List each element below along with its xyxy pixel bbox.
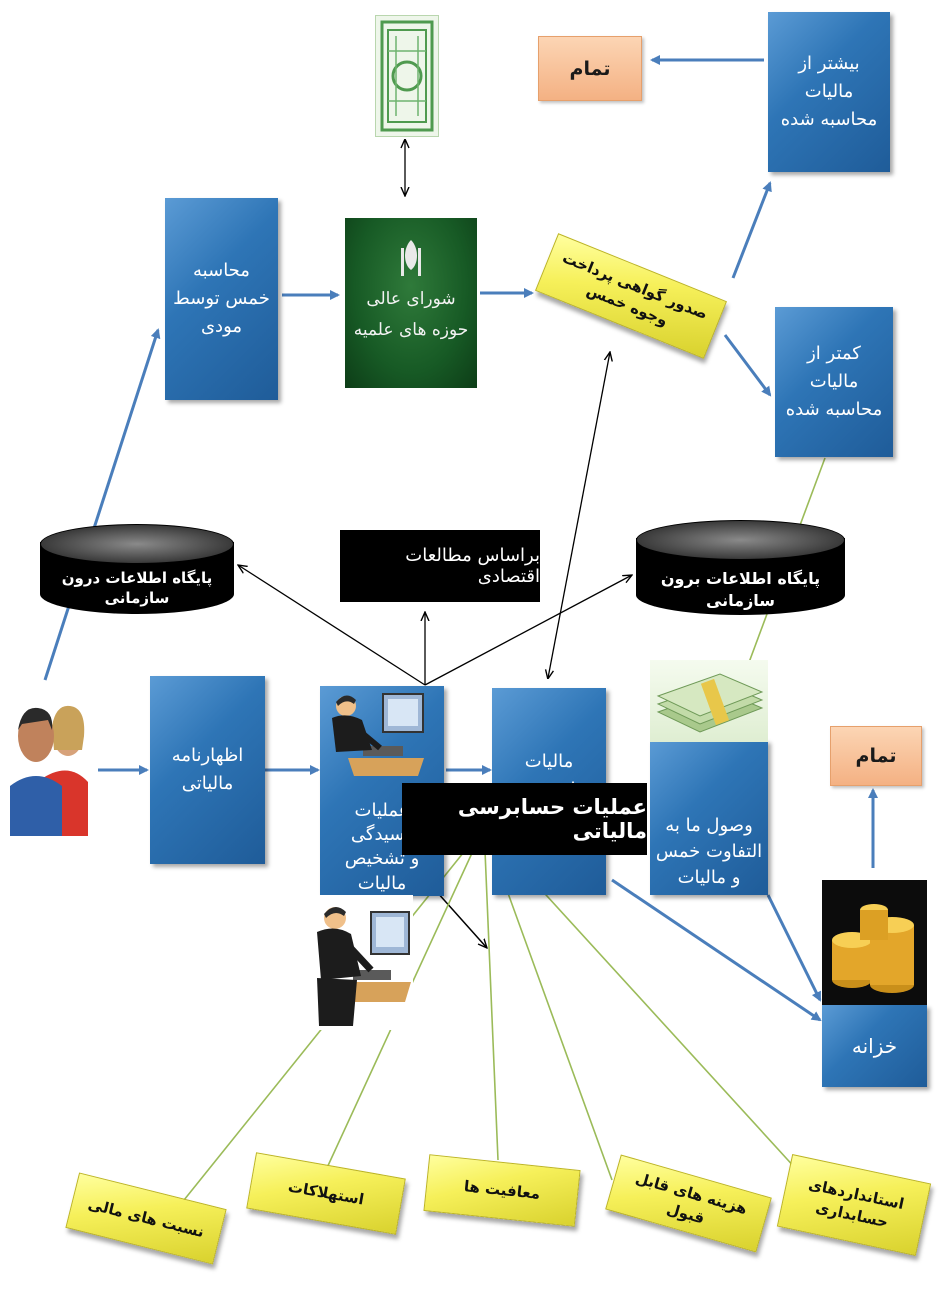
factor-3-label: معافیت ها <box>463 1177 542 1203</box>
collect-difference-box: وصول ما به التفاوت خمس و مالیات <box>650 740 768 895</box>
treasury-label: خزانه <box>851 1033 898 1058</box>
council-logo-icon <box>401 240 421 276</box>
calc-khums-box: محاسبه خمس توسط مودی <box>165 198 278 400</box>
collect-difference-label: وصول ما به التفاوت خمس و مالیات <box>655 814 763 888</box>
external-database-label: پایگاه اطلاعات برون سازمانی <box>660 569 821 610</box>
council-emblem-text: شورای عالی حوزه های علمیه <box>353 289 469 340</box>
money-stack-image <box>650 660 768 742</box>
internal-database: پایگاه اطلاعات درون سازمانی <box>40 524 234 614</box>
organization-emblem <box>375 15 439 137</box>
emblem-pattern-icon <box>380 20 434 132</box>
end-box-top: تمام <box>538 36 642 101</box>
auditor-figure-icon <box>313 898 413 1028</box>
arrow-tax-cert <box>548 352 610 678</box>
audit-process-label: عملیات رسیدگی و تشخیص مالیات <box>344 799 420 894</box>
line-factor-3 <box>483 826 499 1161</box>
tax-audit-operations-label: عملیات حسابرسی مالیاتی <box>457 795 647 843</box>
economic-studies-box: براساس مطالعات اقتصادی <box>340 530 540 602</box>
factor-2-label: استهلاکات <box>286 1177 366 1209</box>
operator-computer-icon <box>328 688 428 780</box>
council-emblem: شورای عالی حوزه های علمیه <box>345 218 477 388</box>
less-than-tax-box: کمتر از مالیات محاسبه شده <box>775 307 893 457</box>
calc-khums-label: محاسبه خمس توسط مودی <box>173 260 270 337</box>
arrow-tax-to-treasury <box>611 878 822 1022</box>
treasury-box: خزانه <box>822 1005 927 1087</box>
factor-1-label: نسبت های مالی <box>86 1194 206 1242</box>
gold-coins-image <box>822 880 927 1005</box>
external-database: پایگاه اطلاعات برون سازمانی <box>636 520 845 615</box>
economic-studies-label: براساس مطالعات اقتصادی <box>405 545 540 587</box>
end-top-label: تمام <box>569 57 611 80</box>
taxpayers-people-icon <box>8 690 90 840</box>
more-than-tax-label: بیشتر از مالیات محاسبه شده <box>780 53 878 130</box>
more-than-tax-box: بیشتر از مالیات محاسبه شده <box>768 12 890 172</box>
arrow-people-to-calc <box>43 328 161 681</box>
tax-audit-operations-box: عملیات حسابرسی مالیاتی <box>402 783 647 855</box>
tax-declaration-label: اظهارنامه مالیاتی <box>171 745 244 794</box>
arrow-cert-to-less <box>723 334 772 397</box>
tax-declaration-box: اظهارنامه مالیاتی <box>150 676 265 864</box>
end-right-label: تمام <box>855 745 897 767</box>
less-than-tax-label: کمتر از مالیات محاسبه شده <box>785 343 883 420</box>
end-box-right: تمام <box>830 726 922 786</box>
internal-database-label: پایگاه اطلاعات درون سازمانی <box>61 569 213 608</box>
factor-5-label: استانداردهای حسابداری <box>806 1175 906 1232</box>
arrow-collect-to-treasury <box>766 894 822 1002</box>
arrow-cert-to-more <box>731 181 772 279</box>
arrow-audit-to-internaldb <box>238 565 426 686</box>
